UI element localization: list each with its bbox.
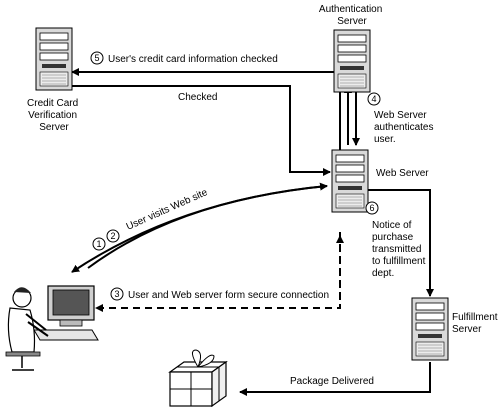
step5-number: 5 <box>94 53 99 63</box>
step1-number: 1 <box>96 239 101 249</box>
checked-label: Checked <box>178 92 217 103</box>
step1-badge <box>92 237 106 251</box>
authentication-server-label: Authentication Server <box>319 4 385 27</box>
fulfillment-server-label: Fulfillment Server <box>452 312 500 335</box>
step12-arrow-to-server <box>87 182 328 269</box>
step3-number: 3 <box>114 289 119 299</box>
user-at-computer-icon <box>5 285 99 371</box>
step6-label: Notice of purchase transmitted to fulfil… <box>372 220 428 279</box>
step6-badge <box>365 201 379 215</box>
package-delivered-label: Package Delivered <box>290 376 374 387</box>
web-server-icon <box>331 149 369 213</box>
credit-card-server-label: Credit Card Verification Server <box>27 98 81 133</box>
step12-arrow-to-user <box>71 185 328 273</box>
package-icon <box>168 349 228 408</box>
web-server-label: Web Server <box>376 168 429 179</box>
credit-card-server-icon <box>35 27 73 91</box>
step6-number: 6 <box>369 203 374 213</box>
step5-badge <box>90 51 104 65</box>
fulfillment-server-icon <box>411 297 449 361</box>
step2-number: 2 <box>110 231 115 241</box>
step3-label: User and Web server form secure connecti… <box>128 290 329 301</box>
step3-badge <box>110 287 124 301</box>
step12-label: User visits Web site <box>125 187 210 233</box>
package-delivered-arrow <box>239 362 431 396</box>
step5-label: User's credit card information checked <box>108 54 278 65</box>
step2-badge <box>106 229 120 243</box>
checked-arrow <box>58 85 331 176</box>
step4-badge <box>367 92 381 106</box>
step4-number: 4 <box>371 94 376 104</box>
step6-arrow <box>364 189 434 297</box>
authentication-server-icon <box>333 29 371 93</box>
step4-label: Web Server authenticates user. <box>374 110 436 145</box>
